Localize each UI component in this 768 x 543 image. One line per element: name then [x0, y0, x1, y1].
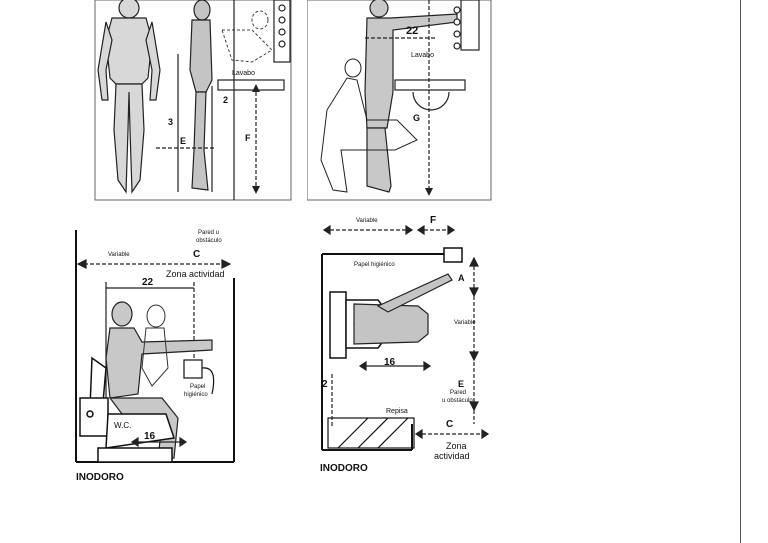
pared-label: Pared — [450, 390, 467, 396]
dimension-f-label: F — [430, 215, 437, 226]
u-obstaculo-label: u obstáculo — [442, 398, 473, 404]
dimension-16-label: 16 — [144, 431, 156, 442]
dimension-c-label: C — [193, 249, 201, 260]
variable-label: Variable — [356, 218, 378, 224]
dimension-f-label: F — [245, 133, 251, 143]
figure-top-right-lavabo-side: 22 Lavabo G — [306, 0, 493, 202]
dimension-22-label: 22 — [142, 277, 154, 288]
page-edge-line — [740, 0, 741, 543]
lavabo-label: Lavabo — [232, 70, 255, 77]
variable-label: Variable — [108, 252, 130, 258]
papel-label: Papel — [190, 384, 206, 390]
zona-label: Zona — [446, 441, 467, 451]
figure-top-left-drawing — [94, 0, 292, 201]
dimension-c-label: C — [446, 419, 454, 430]
figure-caption: INODORO — [76, 472, 124, 483]
repisa-label: Repisa — [386, 408, 408, 415]
figure-bottom-right-inodoro-plan: Variable F Papel higiénico A Variable 16… — [318, 214, 528, 486]
dimension-3-label: 3 — [168, 117, 174, 127]
papel-higienico-label: Papel higiénico — [354, 262, 395, 268]
figure-bottom-left-drawing — [75, 230, 235, 463]
zona-actividad-label: Zona actividad — [166, 269, 225, 279]
dimension-16-label: 16 — [384, 357, 396, 368]
variable-vertical-label: Variable — [454, 320, 476, 326]
dimension-e-label: E — [180, 136, 187, 146]
lavabo-label: Lavabo — [411, 52, 434, 59]
actividad-label: actividad — [434, 451, 470, 461]
dimension-g-label: G — [413, 113, 421, 123]
wc-label: W.C. — [114, 421, 132, 430]
higienico-label: higiénico — [184, 392, 208, 398]
dimension-a-label: A — [458, 273, 465, 283]
figure-bottom-left-inodoro-side: Pared u obstáculo Variable C Zona activi… — [62, 218, 242, 490]
dimension-2-label: 2 — [223, 95, 229, 105]
pared-label: Pared u — [198, 230, 220, 236]
figure-top-left-lavabo-front: Lavabo 3 2 E F — [92, 0, 292, 202]
figure-bottom-right-drawing — [321, 224, 490, 451]
dimension-e-label: E — [458, 379, 465, 389]
figure-caption: INODORO — [320, 463, 368, 474]
dimension-2-label: 2 — [322, 379, 328, 390]
dimension-22-label: 22 — [406, 25, 419, 37]
figure-top-right-drawing — [306, 0, 492, 201]
obstaculo-label: obstáculo — [196, 238, 222, 244]
